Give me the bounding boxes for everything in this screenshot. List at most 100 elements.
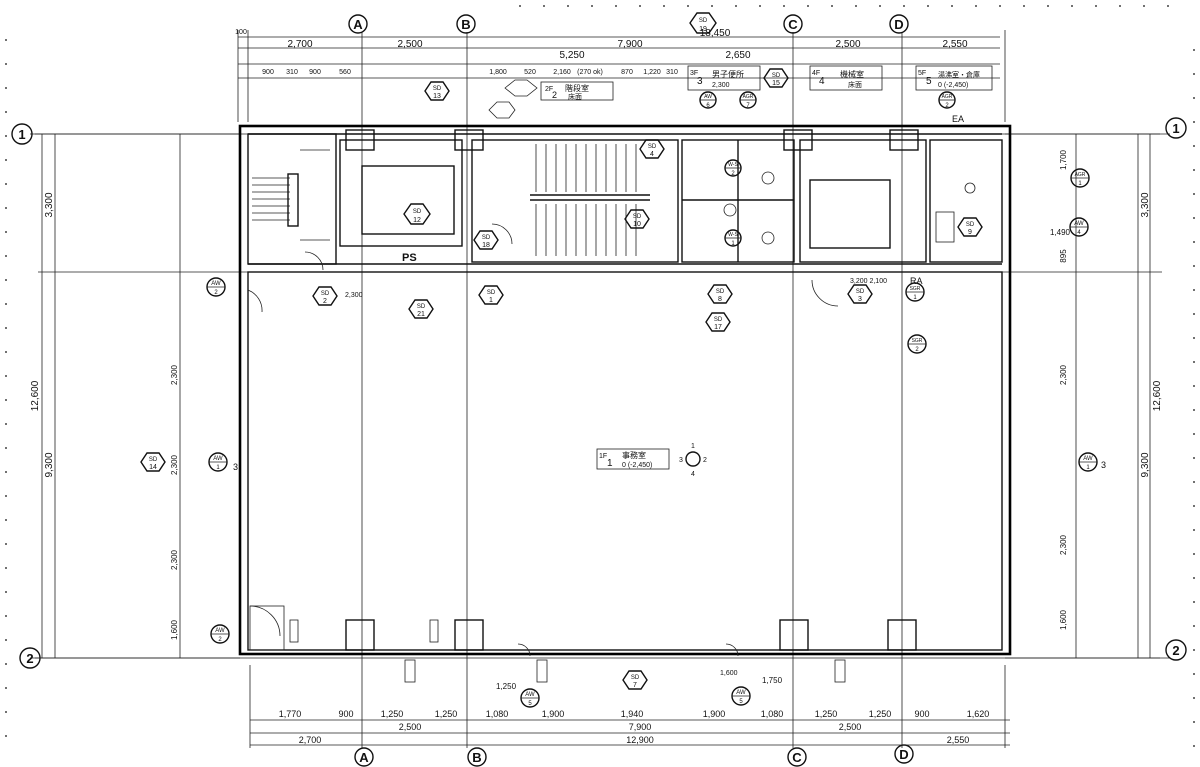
dimension-top-detail-11: 1,220	[643, 69, 661, 76]
svg-text:3F: 3F	[690, 70, 698, 77]
dimension-bottom-detail-8: 1,900	[703, 709, 726, 719]
grid-bubble-2-right: 2	[1165, 639, 1187, 661]
svg-text:SD: SD	[149, 457, 158, 463]
svg-text:0 (-2,450): 0 (-2,450)	[938, 82, 968, 89]
room-tags: 2F 2 階段室 床面 3F 3 男子便所 2,300 4F 4 機械室 床面 …	[540, 65, 993, 470]
machine-room	[799, 139, 927, 263]
sd-symbol-8: SD8	[707, 284, 733, 304]
svg-text:10: 10	[633, 221, 641, 228]
dimension-top-span-6: 2,550	[942, 39, 967, 50]
svg-text:1: 1	[216, 465, 220, 471]
dimension-bottom-detail-11: 1,250	[869, 709, 892, 719]
dimension-top-detail-6: 1,800	[489, 69, 507, 76]
svg-text:2: 2	[915, 347, 919, 353]
grid-label-1-right: 1	[1172, 121, 1179, 136]
svg-text:14: 14	[149, 464, 157, 471]
grid-label-1-left: 1	[18, 127, 25, 142]
label-dim-aw5-right: 1,750	[762, 676, 783, 685]
core-rooms	[247, 79, 1003, 651]
svg-text:4: 4	[1077, 230, 1081, 236]
svg-text:SD: SD	[714, 317, 723, 323]
grid-bubble-d-top: D	[889, 14, 909, 34]
dimension-bottom-detail-12: 900	[914, 709, 929, 719]
dimension-top-overall: 18,450	[700, 28, 731, 39]
svg-text:9: 9	[968, 229, 972, 236]
dimension-bottom-detail-13: 1,620	[967, 709, 990, 719]
dimension-top-detail-9: (270 ok)	[577, 69, 603, 76]
svg-text:12: 12	[413, 217, 421, 224]
sd-symbol-1: SD1	[478, 285, 504, 305]
svg-text:男子便所: 男子便所	[712, 69, 744, 79]
svg-text:5F: 5F	[918, 70, 926, 77]
grid-label-2-left: 2	[26, 651, 33, 666]
svg-text:AW: AW	[525, 692, 535, 698]
grid-bubble-1-left: 1	[11, 123, 33, 145]
dimension-top-sub: 7,900	[617, 39, 642, 50]
ws-symbol-1: W-S 1	[724, 229, 742, 247]
svg-text:2F: 2F	[545, 86, 553, 93]
svg-text:13: 13	[433, 93, 441, 100]
grid-label-b-bottom: B	[472, 750, 481, 765]
aw-suffix-right: 3	[1101, 460, 1106, 470]
dimension-bottom-span-2: 2,500	[399, 722, 422, 732]
section-mark-east: 2	[703, 457, 707, 464]
office-inner-wall	[247, 271, 1003, 651]
grid-label-a-bottom: A	[359, 750, 369, 765]
aw-symbol-5-right: AW5	[731, 686, 751, 706]
svg-text:W-S: W-S	[728, 232, 738, 238]
misc-labels: PS RA EA 2,300 1,250 1,750 3,200 2,100 1…	[345, 114, 964, 691]
svg-text:AW: AW	[1074, 221, 1084, 227]
svg-text:SD: SD	[433, 86, 442, 92]
dimension-left-part-2: 2,300	[170, 454, 179, 475]
machine-unit	[809, 179, 891, 249]
svg-text:AGR: AGR	[1075, 172, 1086, 178]
grid-label-2-right: 2	[1172, 643, 1179, 658]
structural-columns	[345, 129, 919, 651]
sd-symbol-2: SD2	[312, 286, 338, 306]
dimension-top-span-4: 2,650	[725, 50, 750, 61]
svg-text:SD: SD	[321, 291, 330, 297]
aw-symbol-2-lower: AW2	[210, 624, 230, 644]
grid-bubble-b-top: B	[456, 14, 476, 34]
bottom-windows	[289, 619, 846, 683]
svg-text:SD: SD	[417, 304, 426, 310]
svg-text:0 (-2,450): 0 (-2,450)	[622, 462, 652, 469]
label-dim-sd2: 2,300	[345, 292, 363, 299]
sd-symbol-4: SD4	[639, 139, 665, 159]
svg-text:15: 15	[772, 80, 780, 87]
grid-bubble-1-right: 1	[1165, 117, 1187, 139]
section-mark-circle	[685, 451, 701, 467]
svg-text:6: 6	[706, 103, 710, 109]
dimension-top-detail-10: 870	[621, 69, 633, 76]
dimension-bottom-span-4: 2,550	[947, 735, 970, 745]
dimension-left-part-3: 2,300	[170, 549, 179, 570]
svg-text:W-S: W-S	[728, 162, 738, 168]
svg-text:SGR: SGR	[912, 338, 923, 344]
dimension-left: 12,600 3,300 9,300 2,300 2,300 2,300 1,6…	[30, 133, 240, 659]
dimension-bottom-detail-7: 1,940	[621, 709, 644, 719]
svg-text:1: 1	[489, 297, 493, 304]
svg-text:1: 1	[731, 241, 735, 247]
label-dim-aw5-left: 1,250	[496, 682, 517, 691]
dimension-right-part-4: 2,300	[1059, 364, 1068, 385]
svg-text:2: 2	[323, 298, 327, 305]
svg-text:4: 4	[650, 151, 654, 158]
svg-text:SD: SD	[633, 214, 642, 220]
dimension-bottom-span-1: 2,700	[299, 735, 322, 745]
svg-text:2: 2	[731, 171, 735, 177]
dimension-top-detail-1: 100	[235, 29, 247, 36]
grid-bubble-c-bottom: C	[787, 747, 807, 767]
svg-text:SD: SD	[699, 18, 708, 24]
dimension-bottom-detail-3: 1,250	[381, 709, 404, 719]
grid-label-d-bottom: D	[899, 747, 908, 762]
svg-text:2: 2	[214, 290, 218, 296]
svg-text:1: 1	[913, 295, 917, 301]
svg-text:SD: SD	[631, 675, 640, 681]
room-tag-stair: 2F 2 階段室 床面	[540, 81, 614, 101]
kitchenette-storage	[929, 139, 1003, 263]
label-dim-sd3: 3,200 2,100	[850, 278, 887, 285]
